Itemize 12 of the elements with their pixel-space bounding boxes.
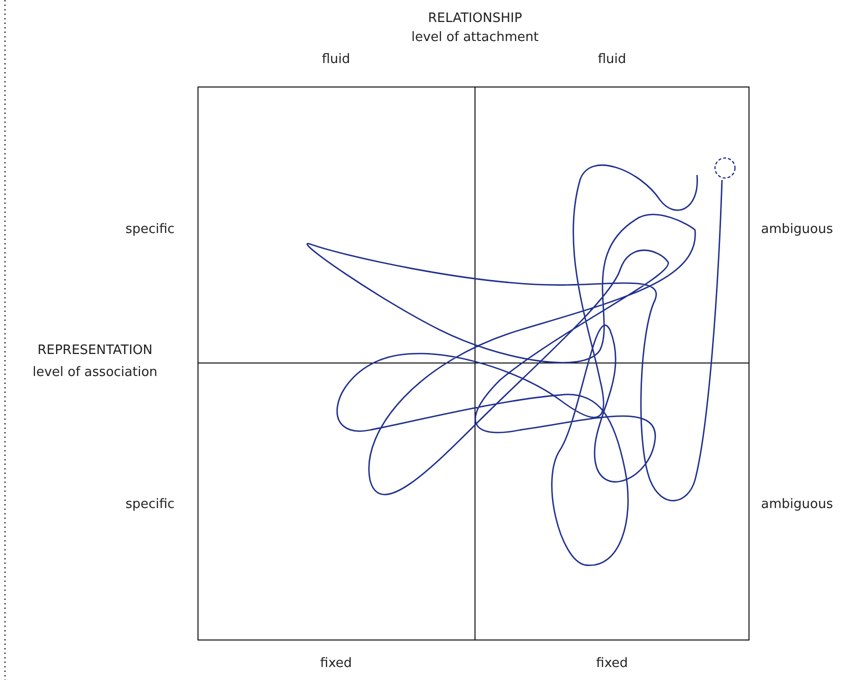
axis-title: REPRESENTATION [37,343,153,358]
axis-end-label: fixed [320,656,352,671]
axis-end-label: specific [125,497,175,512]
axis-end-label: fluid [322,52,350,67]
axis-title: RELATIONSHIP [428,11,522,26]
axis-subtitle: level of association [32,365,158,380]
axis-end-label: ambiguous [761,497,833,512]
axis-end-label: ambiguous [761,222,833,237]
axis-subtitle: level of attachment [411,30,539,45]
axis-end-label: fixed [596,656,628,671]
axis-end-label: specific [125,222,175,237]
axis-end-label: fluid [598,52,626,67]
